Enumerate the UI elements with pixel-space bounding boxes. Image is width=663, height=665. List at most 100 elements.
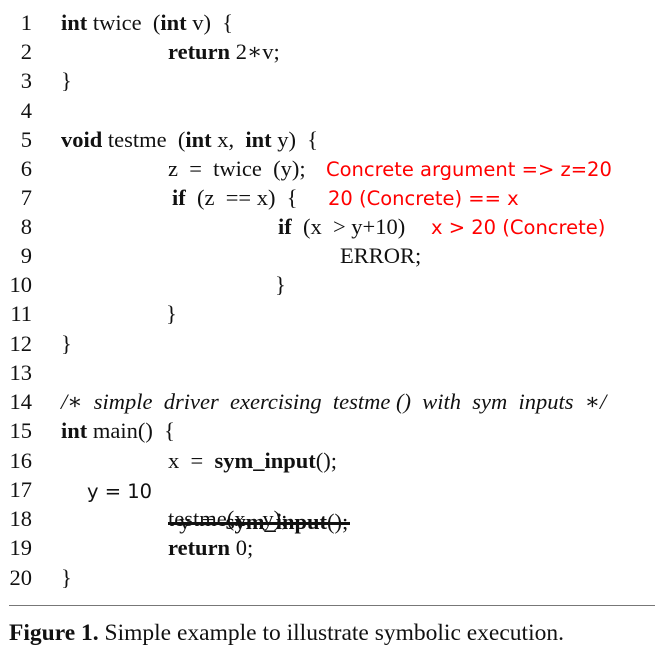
code-line-2: 2 return 2∗v; — [0, 37, 663, 66]
code-line-18: 18 testme(x, y); — [0, 504, 663, 533]
code-comment: /∗ simple driver exercising testme () wi… — [61, 389, 607, 414]
code-line-17: 17 — [0, 475, 663, 504]
code-keyword: int — [61, 418, 88, 443]
code-token: twice ( — [87, 10, 161, 35]
code-token: } — [275, 272, 286, 297]
line-number: 10 — [9, 272, 33, 297]
line-number: 1 — [20, 10, 32, 35]
line-number: 14 — [9, 389, 33, 414]
code-token: z = twice (y); — [168, 156, 306, 181]
code-token: (x > y+10) — [291, 214, 406, 239]
code-line-12: 12} — [0, 329, 663, 358]
code-keyword: void — [61, 127, 103, 152]
code-token: main() { — [87, 418, 175, 443]
code-token: x = — [168, 448, 215, 473]
annotation-y-equals-10: y = 10 — [87, 480, 153, 503]
code-token: } — [61, 331, 72, 356]
code-token: } — [166, 301, 177, 326]
code-keyword: int — [245, 127, 272, 152]
code-line-4: 4 — [0, 96, 663, 125]
code-text: } — [61, 563, 72, 592]
code-text: if (x > y+10) — [278, 212, 405, 241]
code-token: } — [61, 565, 72, 590]
figure-caption-text: Simple example to illustrate symbolic ex… — [104, 620, 564, 646]
annotation-x-greater-concrete: x > 20 (Concrete) — [431, 216, 606, 239]
line-number: 12 — [9, 331, 33, 356]
line-number: 17 — [9, 477, 33, 502]
code-line-1: 1 int twice (int v) { — [0, 8, 663, 37]
line-number: 19 — [9, 535, 33, 560]
code-line-10: 10} — [0, 270, 663, 299]
line-number: 7 — [20, 185, 32, 210]
line-number: 15 — [9, 418, 33, 443]
line-number: 11 — [10, 301, 32, 326]
code-token: } — [61, 68, 72, 93]
code-token: 0; — [230, 535, 254, 560]
code-text: int twice (int v) { — [61, 8, 233, 37]
figure-label: Figure 1. — [9, 620, 99, 646]
code-keyword: return — [168, 39, 231, 64]
code-text: testme(x, y); — [168, 504, 287, 533]
code-line-15: 15 int main() { — [0, 416, 663, 445]
code-text: return 0; — [168, 533, 253, 562]
code-token: testme(x, y); — [168, 506, 288, 531]
strikethrough-line — [168, 522, 351, 525]
code-line-20: 20} — [0, 563, 663, 592]
code-keyword: return — [168, 535, 231, 560]
code-text: int main() { — [61, 416, 175, 445]
line-number: 4 — [20, 98, 32, 123]
code-token: y) { — [271, 127, 319, 152]
struck-out-statement: y = sym_input(); — [168, 478, 351, 565]
line-number: 20 — [9, 565, 33, 590]
line-number: 2 — [20, 39, 32, 64]
code-token: ERROR; — [340, 243, 422, 268]
code-line-16: 16 x = sym_input(); — [0, 446, 663, 475]
struck-function: sym_input — [226, 509, 327, 534]
code-line-19: 19 return 0; — [0, 533, 663, 562]
code-keyword: sym_input — [214, 448, 316, 473]
struck-suffix: (); — [327, 509, 348, 534]
line-number: 8 — [20, 214, 32, 239]
code-line-11: 11} — [0, 299, 663, 328]
code-text: x = sym_input(); — [168, 446, 337, 475]
code-keyword: if — [172, 185, 186, 210]
code-line-14: 14 /∗ simple driver exercising testme () … — [0, 387, 663, 416]
code-text: ERROR; — [340, 241, 421, 270]
code-text: void testme (int x, int y) { — [61, 125, 318, 154]
line-number: 3 — [20, 68, 32, 93]
code-line-6: 6 z = twice (y); — [0, 154, 663, 183]
annotation-concrete-argument: Concrete argument => z=20 — [326, 158, 612, 181]
code-text: z = twice (y); — [168, 154, 306, 183]
struck-prefix: y = — [179, 509, 225, 534]
code-text: /∗ simple driver exercising testme () wi… — [61, 387, 606, 416]
line-number: 16 — [9, 448, 33, 473]
code-line-3: 3} — [0, 66, 663, 95]
figure-caption: Figure 1. Simple example to illustrate s… — [9, 618, 564, 648]
line-number: 18 — [9, 506, 33, 531]
code-line-13: 13 — [0, 358, 663, 387]
code-token: 2∗v; — [230, 39, 280, 64]
code-token: v) { — [186, 10, 234, 35]
annotation-concrete-equals-x: 20 (Concrete) == x — [328, 187, 519, 210]
code-text: if (z == x) { — [172, 183, 298, 212]
line-number: 13 — [9, 360, 33, 385]
code-token: testme ( — [102, 127, 186, 152]
code-token: (z == x) { — [185, 185, 298, 210]
code-text: } — [61, 329, 72, 358]
line-number: 6 — [20, 156, 32, 181]
code-token: (); — [315, 448, 337, 473]
code-text: } — [61, 66, 72, 95]
code-line-8: 8 if (x > y+10) — [0, 212, 663, 241]
code-text: } — [275, 270, 286, 299]
line-number: 5 — [20, 127, 32, 152]
code-token: x, — [211, 127, 246, 152]
code-keyword: int — [185, 127, 212, 152]
code-line-7: 7 if (z == x) { — [0, 183, 663, 212]
code-text: } — [166, 299, 177, 328]
caption-rule — [9, 605, 655, 606]
code-keyword: if — [278, 214, 292, 239]
code-text: return 2∗v; — [168, 37, 280, 66]
